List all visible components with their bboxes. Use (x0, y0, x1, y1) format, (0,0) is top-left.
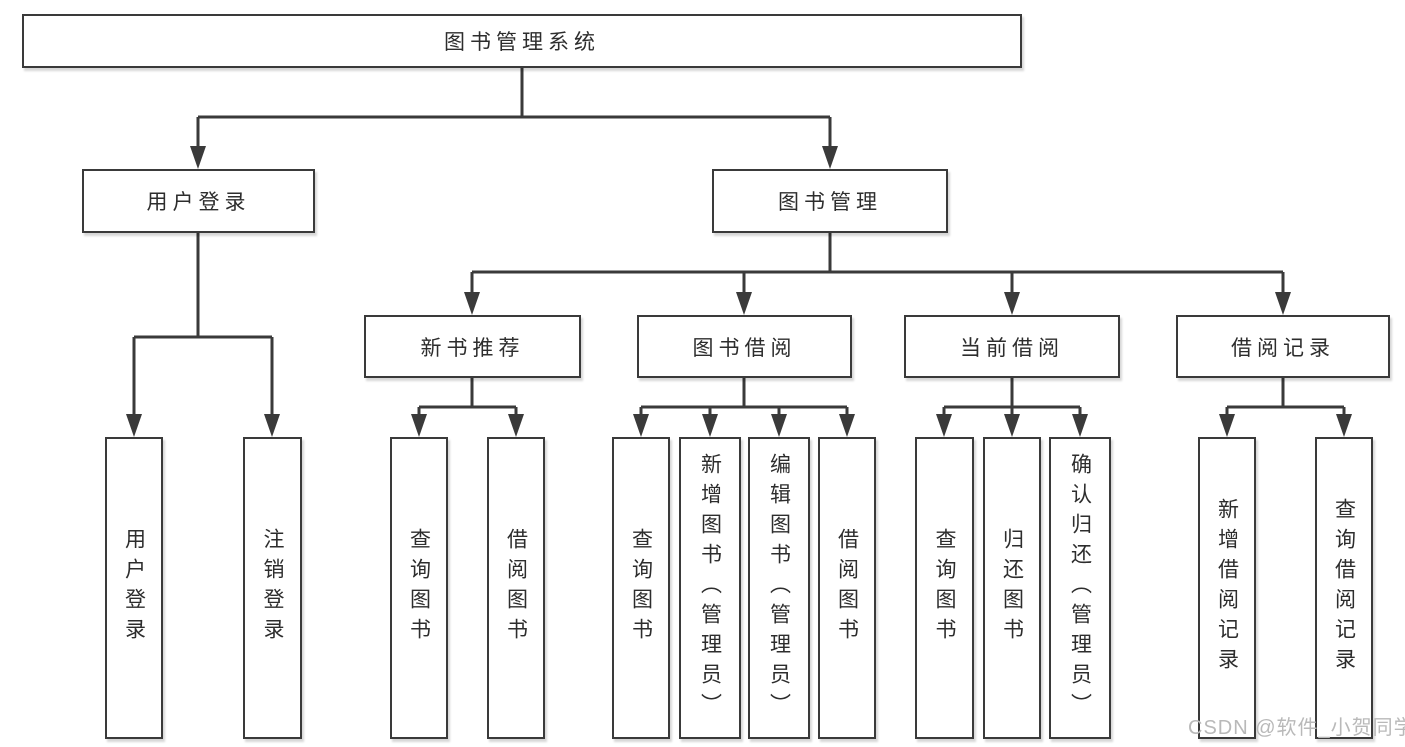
leaf-borrow-books: 借阅图书 (818, 437, 876, 739)
leaf-logout: 注销登录 (243, 437, 302, 739)
leaf-return-books: 归还图书 (983, 437, 1041, 739)
leaf-user-login: 用户登录 (105, 437, 163, 739)
edges-root-to-level2 (190, 68, 838, 169)
csdn-watermark: CSDN @软件_小贺同学 (1188, 717, 1405, 739)
node-new-book-recommendation: 新书推荐 (364, 315, 581, 378)
edges-book-borrowing-children (633, 378, 855, 437)
leaf-query-books-recommendation: 查询图书 (390, 437, 448, 739)
leaf-query-books-borrowing: 查询图书 (612, 437, 670, 739)
node-current-borrowing: 当前借阅 (904, 315, 1120, 378)
leaf-add-borrowing-record: 新增借阅记录 (1198, 437, 1256, 739)
leaf-confirm-return-admin: 确认归还（管理员） (1049, 437, 1111, 739)
node-borrowing-records: 借阅记录 (1176, 315, 1390, 378)
node-book-borrowing: 图书借阅 (637, 315, 852, 378)
leaf-query-borrowing-record: 查询借阅记录 (1315, 437, 1373, 739)
leaf-borrow-books-recommendation: 借阅图书 (487, 437, 545, 739)
edges-new-book-recommendation-children (411, 378, 524, 437)
leaf-edit-books-admin: 编辑图书（管理员） (748, 437, 810, 739)
leaf-add-books-admin: 新增图书（管理员） (679, 437, 741, 739)
edges-book-management-children (464, 233, 1291, 315)
leaf-query-books-current: 查询图书 (915, 437, 974, 739)
edges-user-login-children (126, 233, 280, 437)
node-user-login: 用户登录 (82, 169, 315, 233)
edges-borrowing-records-children (1219, 378, 1352, 437)
node-book-management: 图书管理 (712, 169, 948, 233)
edges-current-borrowing-children (936, 378, 1088, 437)
node-library-management-system: 图书管理系统 (22, 14, 1022, 68)
